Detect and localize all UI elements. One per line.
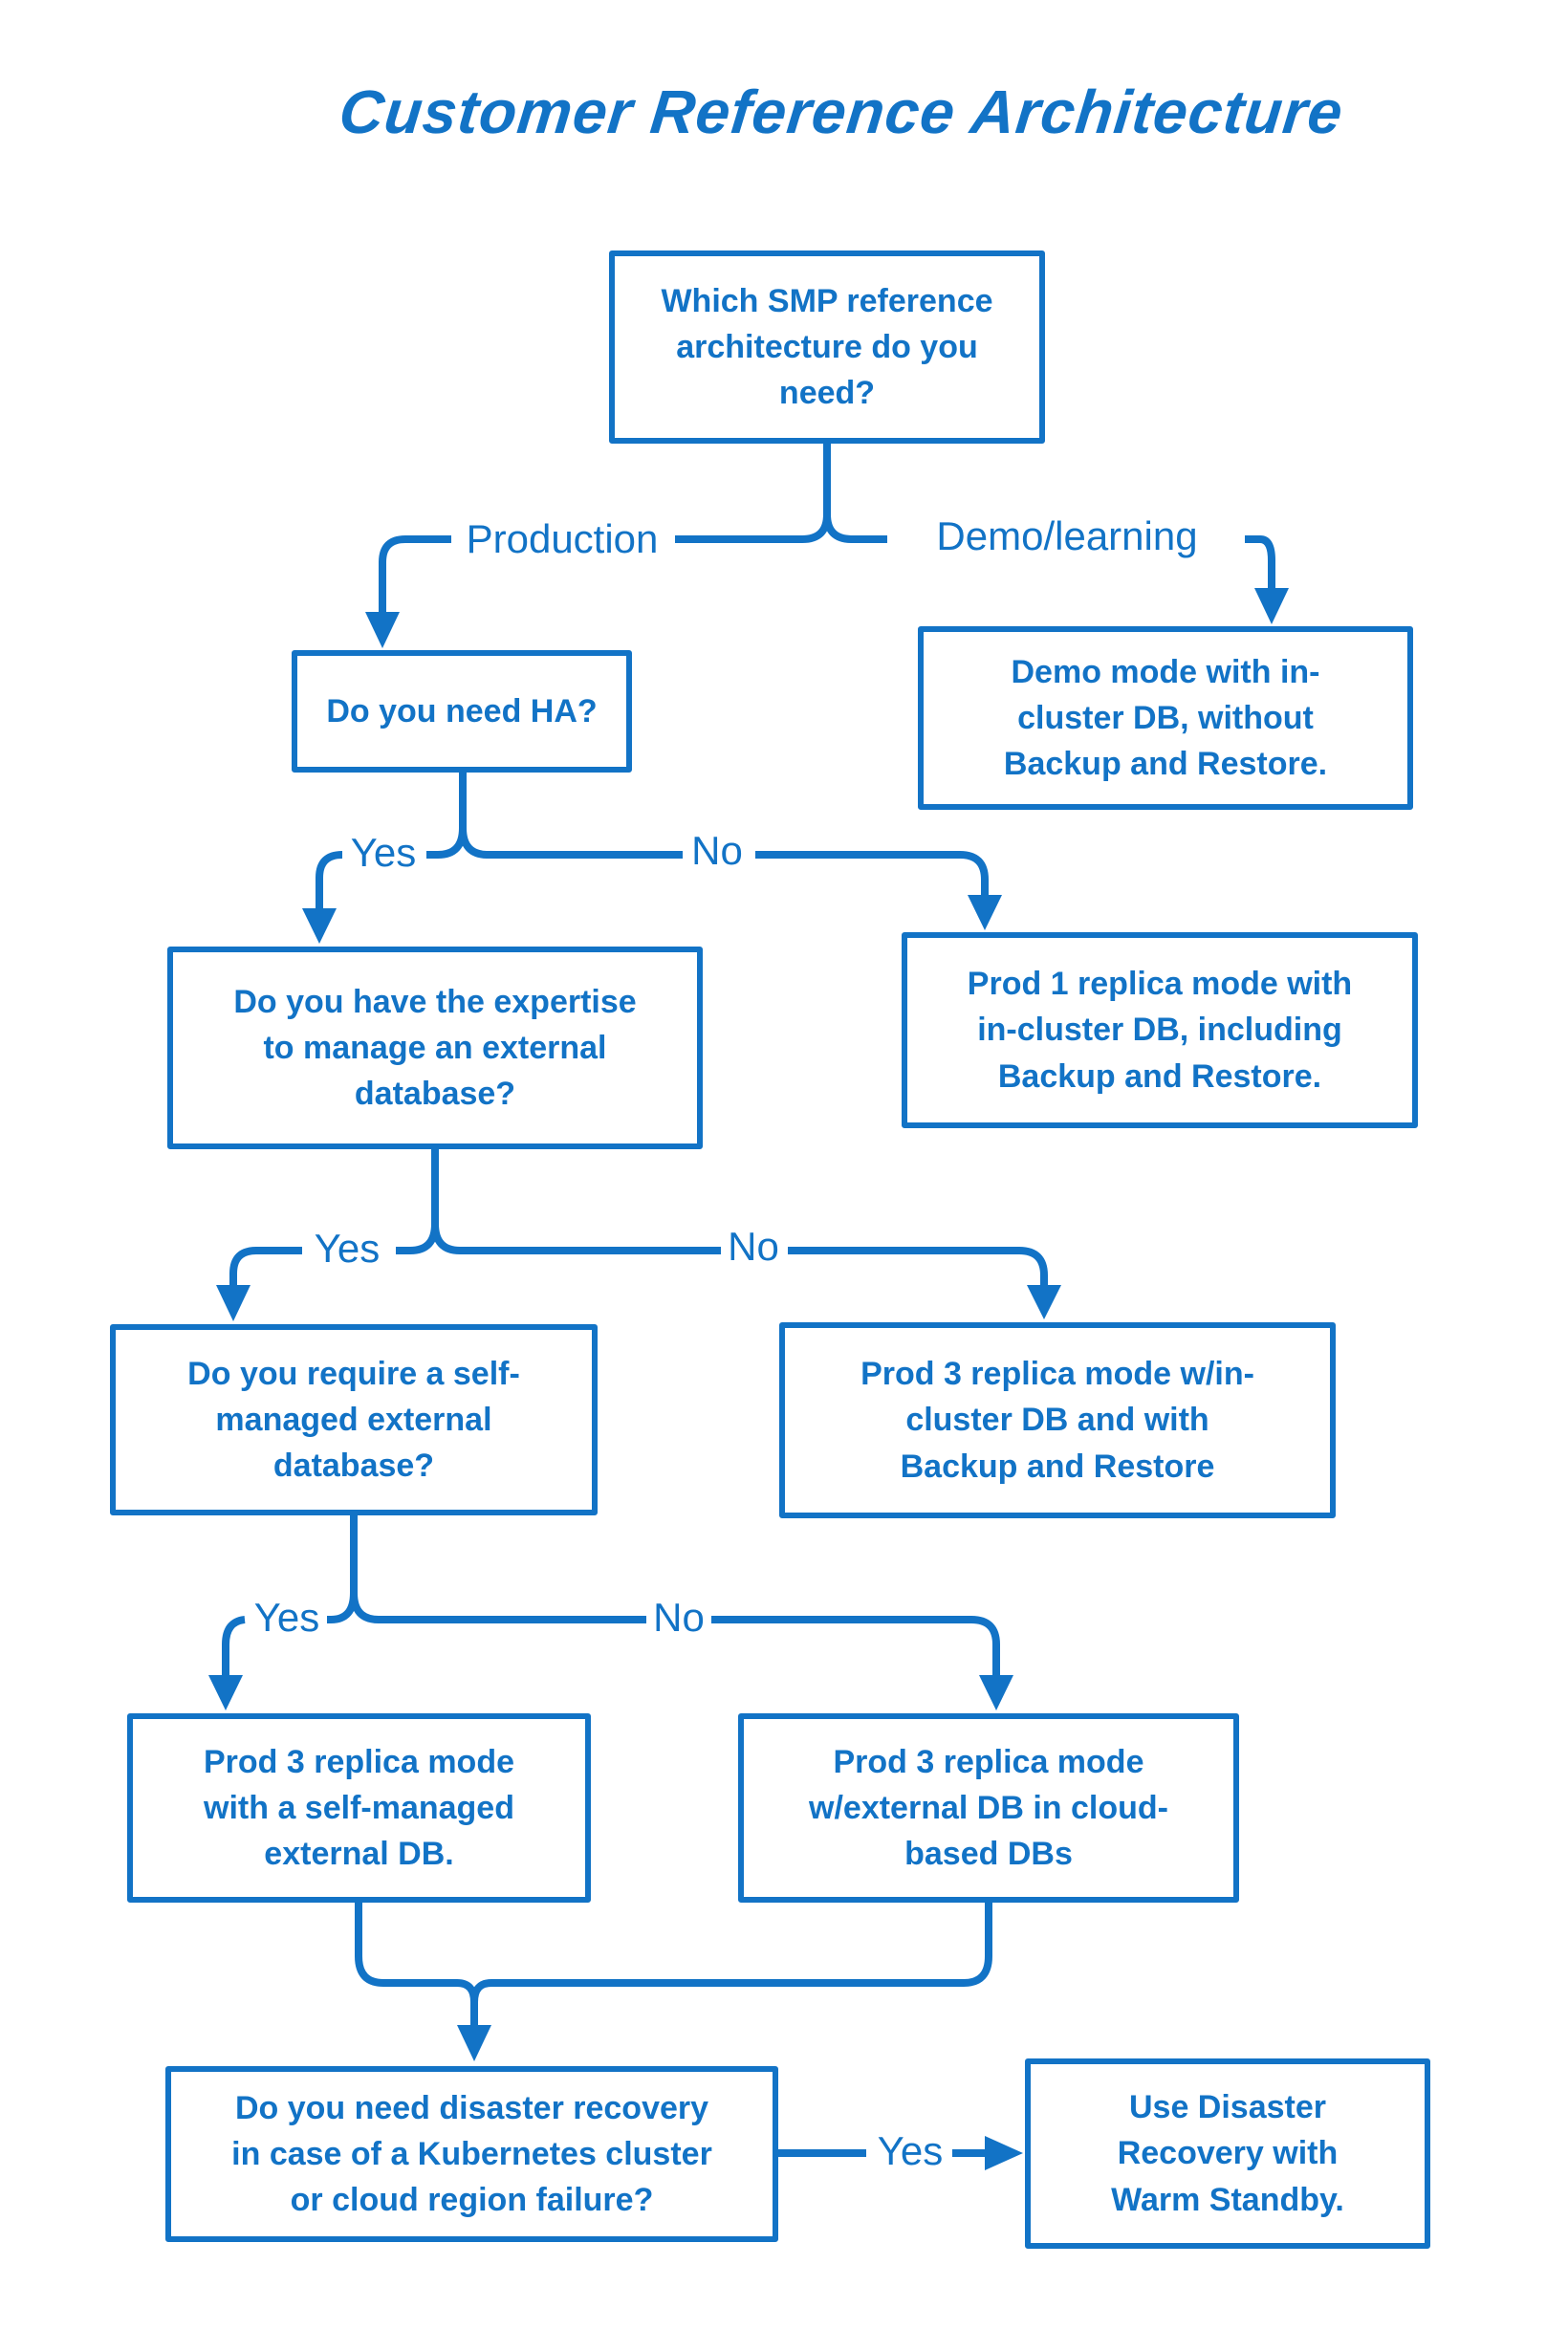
edge-prod3-cloud-to-dr <box>470 1903 992 2003</box>
edge-label-yes-3: Yes <box>248 1595 326 1641</box>
edge-label-demo-learning: Demo/learning <box>930 513 1204 559</box>
edge-ha-to-no1 <box>459 773 683 859</box>
node-root-question: Which SMP reference architecture do you … <box>609 250 1045 444</box>
edge-prod3-selfmanaged-to-dr <box>355 1903 478 2025</box>
arrowhead <box>985 2136 1023 2170</box>
edge-selfmanaged-to-no3 <box>350 1515 646 1623</box>
edge-label-no-2: No <box>722 1224 785 1270</box>
node-prod3-self-managed-result: Prod 3 replica mode with a self-managed … <box>127 1713 591 1903</box>
edge-production-to-ha <box>379 535 451 614</box>
edge-no1-to-prod1 <box>755 851 989 897</box>
edge-yes3-to-prod3-selfmanaged <box>222 1616 246 1675</box>
edge-root-to-production <box>675 444 831 543</box>
edge-yes2-to-selfmanaged <box>229 1247 302 1287</box>
node-dr-result: Use Disaster Recovery with Warm Standby. <box>1025 2058 1430 2249</box>
edge-label-no-1: No <box>686 828 749 874</box>
arrowhead <box>979 1675 1013 1710</box>
arrowhead <box>302 908 337 944</box>
arrowhead <box>968 895 1002 930</box>
node-prod3-incluster-result: Prod 3 replica mode w/in- cluster DB and… <box>779 1322 1336 1518</box>
edge-label-yes-4: Yes <box>871 2128 949 2174</box>
edge-label-production: Production <box>460 516 664 562</box>
node-prod1-result: Prod 1 replica mode with in-cluster DB, … <box>902 932 1418 1128</box>
edge-demo-to-demo-result <box>1245 535 1275 589</box>
edge-label-no-3: No <box>647 1595 710 1641</box>
node-ha-question: Do you need HA? <box>292 650 632 773</box>
node-prod3-cloud-result: Prod 3 replica mode w/external DB in clo… <box>738 1713 1239 1903</box>
edge-expertise-to-no2 <box>431 1149 721 1254</box>
edge-selfmanaged-to-yes3 <box>327 1515 358 1623</box>
edge-label-yes-1: Yes <box>344 830 423 876</box>
edge-label-yes-2: Yes <box>308 1226 386 1272</box>
arrowhead <box>216 1285 250 1321</box>
edge-root-to-demo <box>823 444 887 543</box>
node-demo-result: Demo mode with in- cluster DB, without B… <box>918 626 1413 810</box>
arrowhead <box>457 2025 491 2061</box>
arrowhead <box>1254 588 1289 624</box>
node-self-managed-question: Do you require a self- managed external … <box>110 1324 598 1515</box>
node-dr-question: Do you need disaster recovery in case of… <box>165 2066 778 2242</box>
edge-no2-to-prod3-incluster <box>788 1247 1048 1287</box>
node-expertise-question: Do you have the expertise to manage an e… <box>167 947 703 1149</box>
edge-expertise-to-yes2 <box>396 1149 439 1254</box>
arrowhead <box>365 612 400 648</box>
edge-no3-to-prod3-cloud <box>711 1616 1000 1675</box>
edge-ha-to-yes1 <box>426 773 467 859</box>
arrowhead <box>208 1675 243 1710</box>
edge-yes1-to-expertise <box>316 851 343 910</box>
arrowhead <box>1027 1285 1061 1319</box>
